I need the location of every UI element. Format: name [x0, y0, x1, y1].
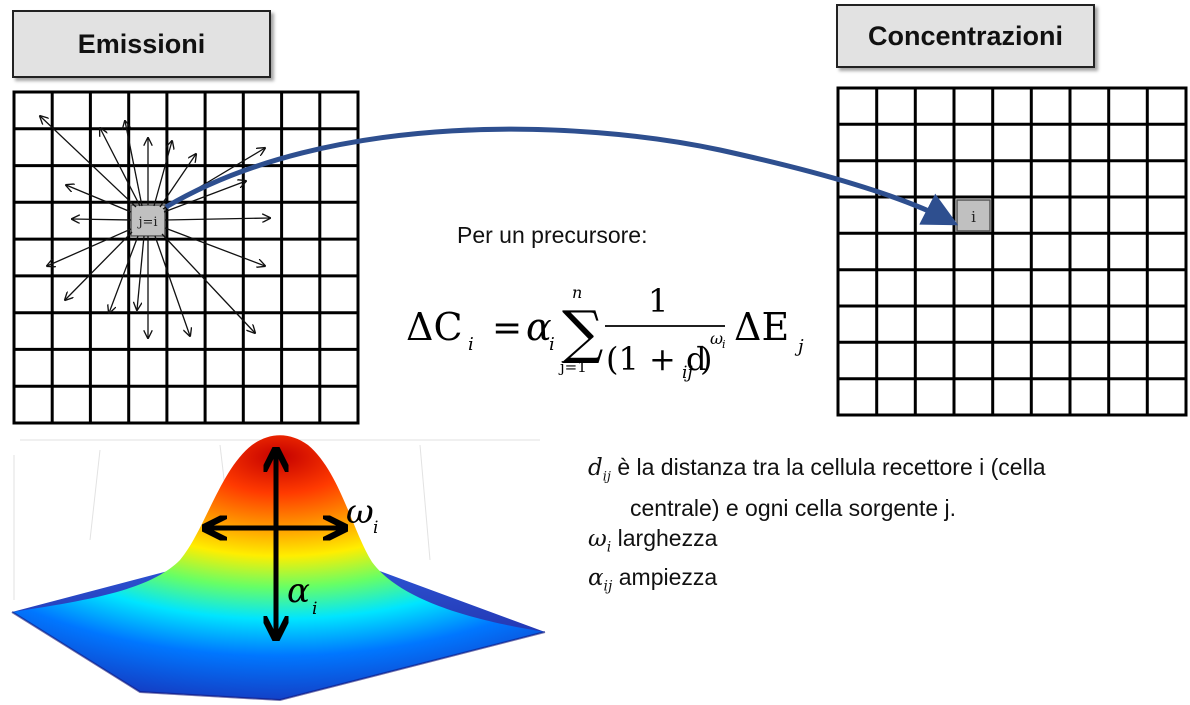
legend-omega-sub: i	[606, 539, 612, 556]
amplitude-symbol: α	[287, 571, 310, 611]
formula-denominator-close: )	[700, 340, 712, 378]
formula-sum-upper: n	[572, 283, 582, 302]
legend: dij è la distanza tra la cellula recetto…	[588, 452, 1046, 602]
legend-distance-row-2: centrale) e ogni cella sorgente j.	[588, 493, 1046, 523]
formula-sum-lower: j=1	[558, 358, 587, 376]
formula-exponent: ω	[710, 329, 723, 348]
legend-omega-row: ωi larghezza	[588, 523, 1046, 563]
receptor-cell-label: i	[971, 208, 976, 226]
legend-d-text-2: centrale) e ogni cella sorgente j.	[630, 494, 957, 521]
formula-rhs-sub: j	[794, 336, 804, 357]
transfer-arc	[164, 126, 959, 226]
formula-lhs: ΔC	[406, 305, 463, 349]
legend-alpha-text: ampiezza	[612, 564, 718, 591]
dispersion-arrows	[40, 116, 270, 338]
formula-coef-sub: i	[549, 334, 555, 355]
legend-alpha-row: αij ampiezza	[588, 562, 1046, 602]
concentrations-title-text: Concentrazioni	[867, 20, 1063, 51]
formula-denominator-sub: ij	[682, 363, 693, 383]
emissions-title: Emissioni	[12, 10, 271, 78]
concentrations-grid	[836, 86, 1188, 417]
formula-coef: α	[526, 305, 552, 349]
legend-alpha-symbol: α	[588, 565, 604, 592]
formula-equals: =	[492, 308, 522, 349]
legend-d-symbol: d	[588, 455, 603, 481]
formula-sum: ∑	[562, 298, 603, 366]
subtitle: Per un precursore:	[457, 222, 648, 248]
formula: ΔC i = α i ∑ n j=1 1 (1 + d ij ) ω i ΔE …	[406, 282, 804, 383]
formula-numerator: 1	[648, 282, 668, 320]
emissions-title-text: Emissioni	[77, 28, 206, 59]
concentrations-title: Concentrazioni	[836, 4, 1095, 68]
legend-alpha-sub: ij	[603, 578, 613, 595]
legend-omega-symbol: ω	[588, 525, 607, 552]
width-symbol-sub: i	[373, 518, 378, 538]
width-symbol: ω	[346, 492, 374, 532]
legend-omega-text: larghezza	[611, 524, 718, 551]
formula-exponent-sub: i	[722, 338, 726, 351]
legend-d-sub: ij	[602, 469, 611, 485]
formula-rhs: ΔE	[734, 305, 789, 349]
legend-d-text-1: è la distanza tra la cellula recettore i…	[610, 454, 1046, 480]
formula-denominator: (1 + d	[606, 340, 706, 378]
legend-distance-row: dij è la distanza tra la cellula recetto…	[588, 452, 1046, 493]
source-cell-label: j=i	[136, 215, 157, 230]
formula-lhs-sub: i	[468, 334, 474, 355]
amplitude-symbol-sub: i	[312, 599, 317, 619]
